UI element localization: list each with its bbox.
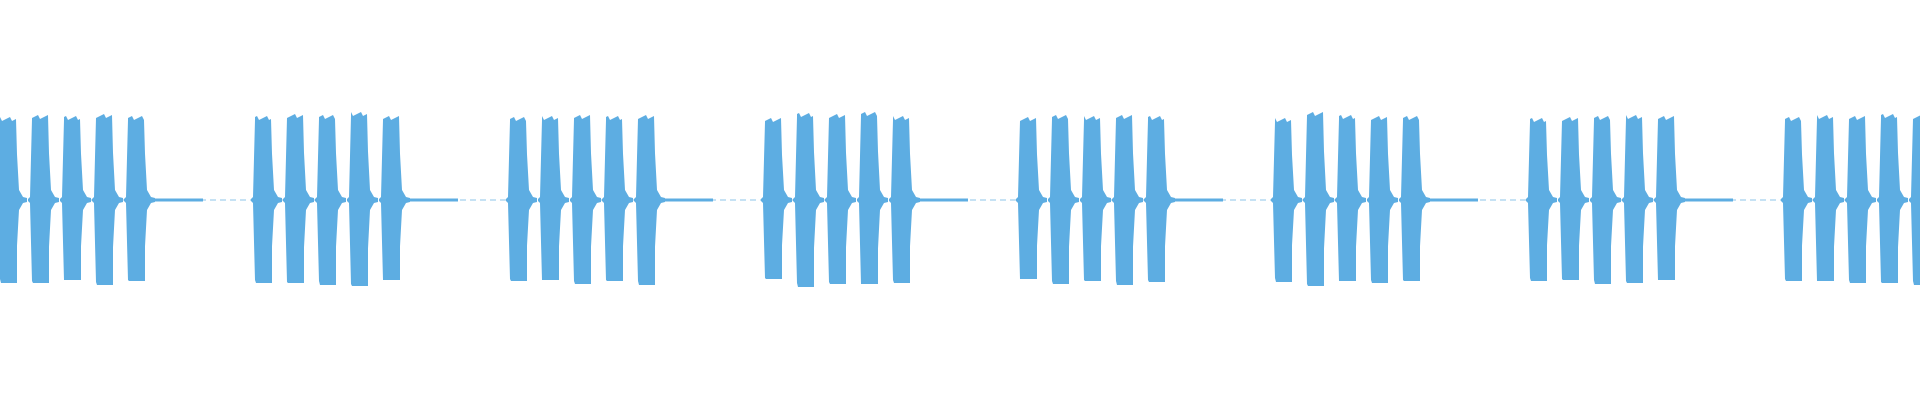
waveform-burst bbox=[857, 112, 888, 284]
waveform-burst bbox=[0, 117, 27, 283]
waveform-burst bbox=[1271, 118, 1302, 282]
waveform-burst bbox=[602, 116, 633, 281]
waveform-burst bbox=[1080, 116, 1111, 281]
waveform-burst bbox=[124, 116, 155, 281]
waveform-burst bbox=[506, 117, 537, 281]
waveform-burst bbox=[1144, 116, 1175, 282]
waveform-burst bbox=[1016, 117, 1047, 279]
waveform-burst bbox=[538, 116, 569, 280]
waveform-burst bbox=[1526, 118, 1557, 281]
waveform-burst bbox=[251, 116, 282, 283]
waveform-burst bbox=[1112, 115, 1143, 285]
waveform-burst bbox=[28, 115, 59, 283]
waveform-burst bbox=[1335, 115, 1366, 281]
waveform-burst bbox=[1654, 116, 1685, 280]
waveform-tail bbox=[1428, 198, 1478, 202]
waveform-burst bbox=[1048, 115, 1079, 284]
waveform-burst bbox=[793, 113, 824, 287]
waveform-burst bbox=[570, 115, 601, 284]
waveform-burst bbox=[347, 112, 378, 286]
waveform-burst bbox=[1845, 116, 1876, 283]
waveform-burst bbox=[889, 116, 920, 283]
waveform-burst bbox=[825, 114, 856, 284]
waveform-tail bbox=[663, 198, 713, 202]
waveform-tail bbox=[1173, 198, 1223, 202]
waveform-burst bbox=[379, 116, 410, 280]
waveform-burst bbox=[761, 118, 792, 279]
waveform-burst bbox=[1367, 116, 1398, 283]
waveform-burst bbox=[315, 115, 346, 285]
waveform-tail bbox=[1683, 198, 1733, 202]
waveform-burst bbox=[1399, 116, 1430, 281]
waveform-burst bbox=[1877, 114, 1908, 283]
waveform-tail bbox=[408, 198, 458, 202]
waveform-burst bbox=[1622, 115, 1653, 283]
waveform-tail bbox=[153, 198, 203, 202]
waveform-burst bbox=[1813, 115, 1844, 281]
waveform-burst bbox=[283, 114, 314, 283]
waveform-burst bbox=[634, 115, 665, 285]
waveform-burst bbox=[92, 114, 123, 285]
waveform-burst bbox=[60, 116, 91, 280]
waveform-burst bbox=[1303, 112, 1334, 286]
waveform-burst bbox=[1781, 117, 1812, 281]
waveform-burst bbox=[1909, 115, 1920, 285]
waveform-burst bbox=[1590, 116, 1621, 284]
waveform-burst bbox=[1558, 117, 1589, 280]
waveform-tail bbox=[918, 198, 968, 202]
